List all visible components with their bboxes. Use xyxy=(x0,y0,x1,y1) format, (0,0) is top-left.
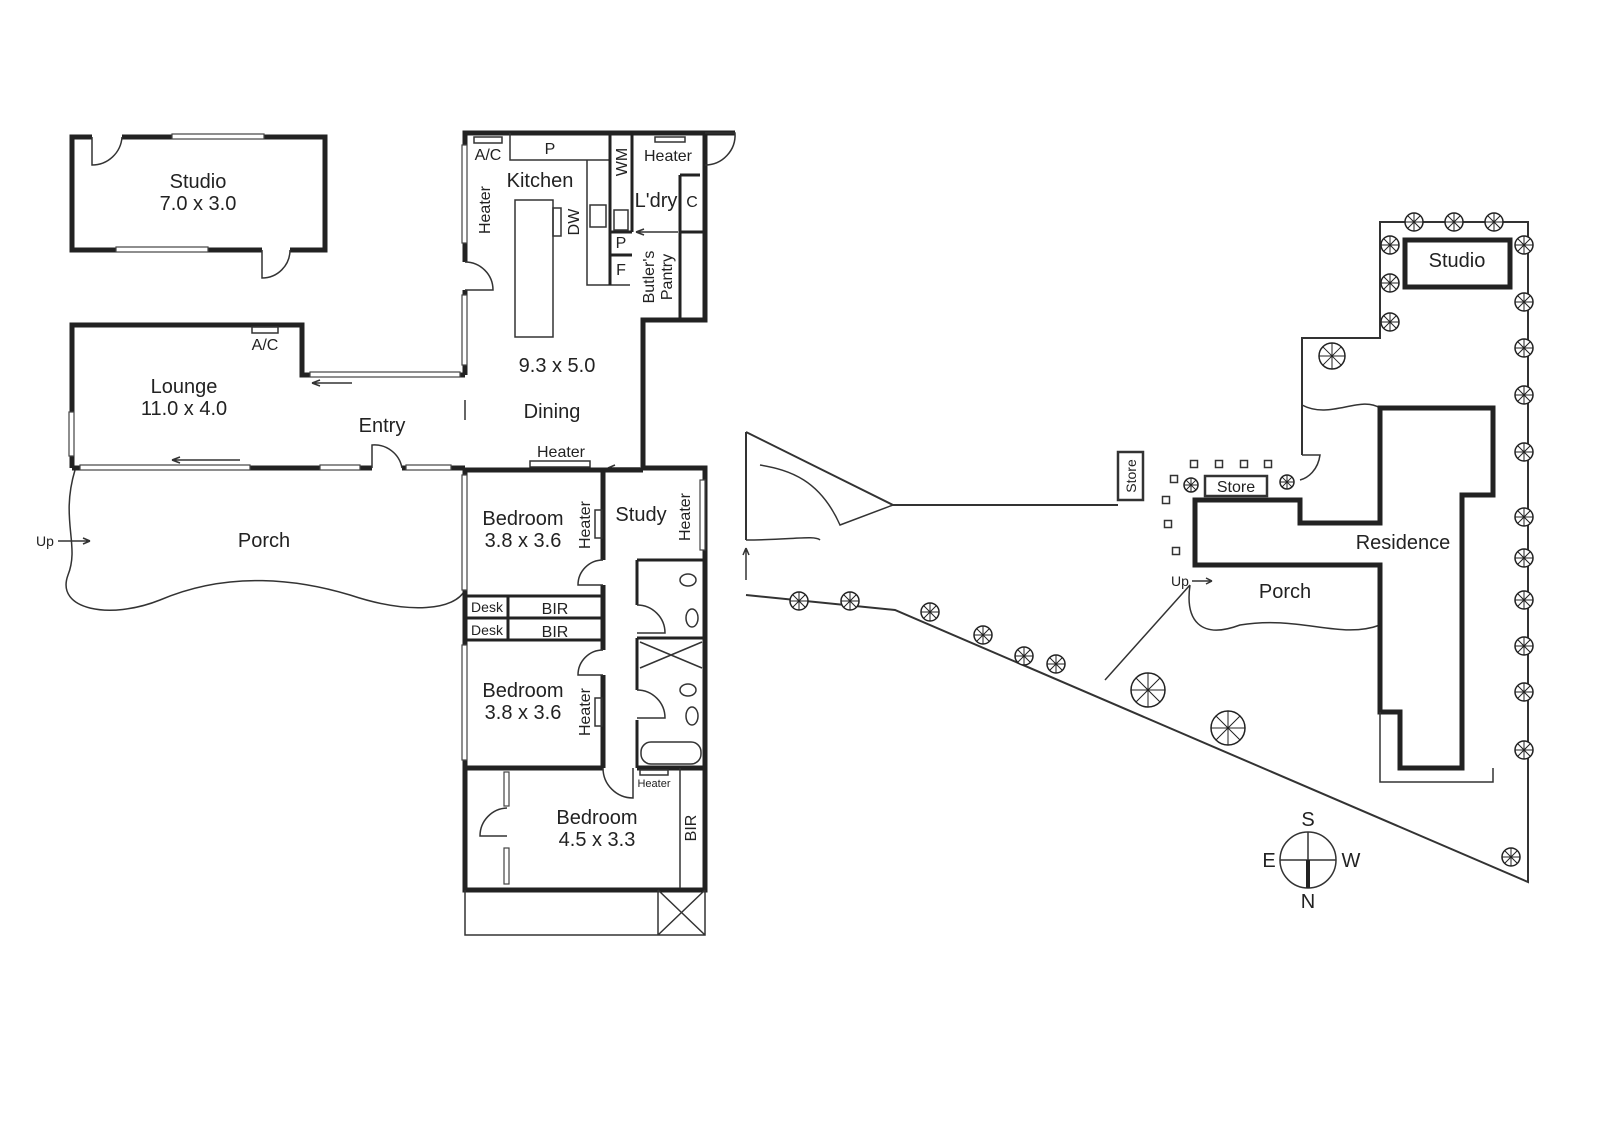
studio-size: 7.0 x 3.0 xyxy=(160,193,237,215)
tree-icon xyxy=(1514,507,1534,527)
dining-label: Dining xyxy=(524,401,581,423)
tree-icon xyxy=(1514,385,1534,405)
stepping-stone xyxy=(1163,519,1173,529)
butlers-pantry-label-1: Butler's xyxy=(641,251,658,304)
tree-icon xyxy=(1514,442,1534,462)
compass: S E W N xyxy=(1262,809,1360,913)
lounge-label: Lounge xyxy=(151,376,218,398)
tree-icon xyxy=(920,602,940,622)
tree-icon xyxy=(840,591,860,611)
tree-icon xyxy=(1484,212,1504,232)
tree-icon xyxy=(1514,338,1534,358)
main-house: A/C P Kitchen Heater DW WM Heater L'dry … xyxy=(461,130,736,936)
bedroom3-label: Bedroom xyxy=(556,807,637,829)
kitchen-pantry-label: P xyxy=(545,141,556,158)
lounge-size: 11.0 x 4.0 xyxy=(141,398,227,420)
bedroom3-bir-label: BIR xyxy=(683,815,700,842)
dining-heater-label: Heater xyxy=(537,444,586,461)
site-store1-label: Store xyxy=(1123,459,1139,493)
compass-south: S xyxy=(1301,809,1314,831)
tree-icon xyxy=(1404,212,1424,232)
tree-icon xyxy=(1014,646,1034,666)
bir1-label: BIR xyxy=(542,601,569,618)
laundry-label: L'dry xyxy=(635,190,678,212)
tree-icon xyxy=(1514,590,1534,610)
residence-label: Residence xyxy=(1356,532,1451,554)
site-studio-label: Studio xyxy=(1429,250,1486,272)
kitchen-heater-label: Heater xyxy=(477,185,494,234)
bedroom2-label: Bedroom xyxy=(482,680,563,702)
tree-icon xyxy=(1514,636,1534,656)
tree-icon xyxy=(1130,672,1166,708)
stepping-stone xyxy=(1239,459,1249,469)
compass-north: N xyxy=(1301,891,1315,913)
kitchen-label: Kitchen xyxy=(507,170,574,192)
entry-label: Entry xyxy=(359,415,406,437)
tree-icon xyxy=(1380,273,1400,293)
bathroom-heater-label: Heater xyxy=(637,778,670,790)
tree-icon xyxy=(973,625,993,645)
kitchen-ac-label: A/C xyxy=(475,147,502,164)
dining-size: 9.3 x 5.0 xyxy=(519,355,596,377)
tree-icon xyxy=(789,591,809,611)
bir2-label: BIR xyxy=(542,624,569,641)
porch-up-label: Up xyxy=(36,533,54,549)
laundry-heater-label: Heater xyxy=(644,148,693,165)
tree-icon xyxy=(1210,710,1246,746)
desk1-label: Desk xyxy=(471,599,504,615)
studio-building: Studio 7.0 x 3.0 xyxy=(69,133,328,279)
cupboard-label: C xyxy=(686,194,698,211)
site-store2-label: Store xyxy=(1217,479,1255,496)
stepping-stone xyxy=(1169,474,1179,484)
butlers-pantry-label-2: Pantry xyxy=(659,254,676,300)
compass-east: E xyxy=(1262,850,1275,872)
bedroom1-size: 3.8 x 3.6 xyxy=(485,530,562,552)
lounge-room: A/C Lounge 11.0 x 4.0 Entry xyxy=(68,322,465,471)
bedroom2-heater-label: Heater xyxy=(577,687,594,736)
dishwasher-label: DW xyxy=(566,208,583,236)
bedroom1-label: Bedroom xyxy=(482,508,563,530)
bathroom-fixtures xyxy=(639,573,703,765)
porch-label: Porch xyxy=(238,530,290,552)
stepping-stone xyxy=(1189,459,1199,469)
studio-label: Studio xyxy=(170,171,227,193)
stepping-stones xyxy=(1161,459,1273,556)
tree-icon xyxy=(1514,548,1534,568)
porch-area: Porch Up xyxy=(36,469,466,611)
study-heater-label: Heater xyxy=(677,492,694,541)
tree-icon xyxy=(1318,342,1346,370)
tree-icon xyxy=(1501,847,1521,867)
washing-machine-label: WM xyxy=(614,148,631,176)
trees xyxy=(789,212,1534,867)
tree-icon xyxy=(1380,235,1400,255)
site-up-label: Up xyxy=(1171,573,1189,589)
tree-icon xyxy=(1380,312,1400,332)
compass-west: W xyxy=(1342,850,1361,872)
desk2-label: Desk xyxy=(471,622,504,638)
tree-icon xyxy=(1183,477,1199,493)
tree-icon xyxy=(1514,682,1534,702)
tree-icon xyxy=(1514,235,1534,255)
bedroom2-size: 3.8 x 3.6 xyxy=(485,702,562,724)
bedroom3-size: 4.5 x 3.3 xyxy=(559,829,636,851)
stepping-stone xyxy=(1171,546,1181,556)
tree-icon xyxy=(1279,474,1295,490)
study-label: Study xyxy=(615,504,666,526)
stepping-stone xyxy=(1161,495,1171,505)
tree-icon xyxy=(1514,740,1534,760)
tree-icon xyxy=(1514,292,1534,312)
laundry-pantry-label: P xyxy=(616,235,627,252)
tree-icon xyxy=(1046,654,1066,674)
site-plan: Store Store Studio Residence Porch Up xyxy=(742,212,1534,884)
stepping-stone xyxy=(1263,459,1273,469)
fridge-label: F xyxy=(616,262,626,279)
lounge-ac-label: A/C xyxy=(252,337,279,354)
stepping-stone xyxy=(1214,459,1224,469)
bedroom1-heater-label: Heater xyxy=(577,500,594,549)
site-porch-label: Porch xyxy=(1259,581,1311,603)
tree-icon xyxy=(1444,212,1464,232)
